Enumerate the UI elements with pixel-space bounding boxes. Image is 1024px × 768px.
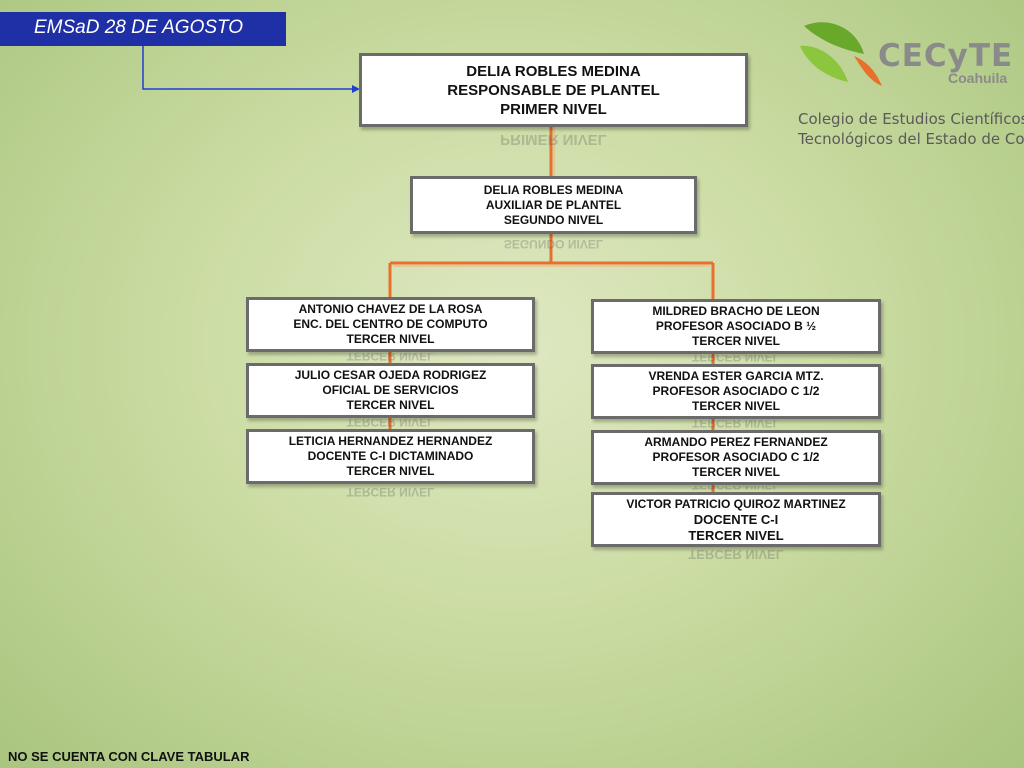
org-node-left-3: LETICIA HERNANDEZ HERNANDEZ DOCENTE C-I … [246, 429, 535, 484]
node-role: DOCENTE C-I DICTAMINADO [307, 449, 474, 463]
node-level: TERCER NIVEL [346, 332, 435, 346]
title-arrow-head [352, 85, 360, 93]
node-level: TERCER NIVEL [346, 398, 435, 412]
node-left-1-reflection: TERCER NIVEL [346, 353, 435, 363]
node-top-name: DELIA ROBLES MEDINA [466, 62, 641, 80]
node-role: DOCENTE C-I [693, 511, 779, 527]
org-node-right-2: VRENDA ESTER GARCIA MTZ. PROFESOR ASOCIA… [591, 364, 881, 419]
node-name: ARMANDO PEREZ FERNANDEZ [644, 435, 828, 449]
cecyte-logo: CECyTE Coahuila Colegio de Estudios Cien… [794, 14, 1024, 154]
logo-region: Coahuila [948, 70, 1008, 86]
logo-tagline-1: Colegio de Estudios Científicos y [798, 110, 1024, 128]
org-node-right-3: ARMANDO PEREZ FERNANDEZ PROFESOR ASOCIAD… [591, 430, 881, 485]
logo-tagline-2: Tecnológicos del Estado de Coahuila [798, 130, 1024, 148]
title-arrow-line [142, 46, 354, 90]
node-top-reflection: PRIMER NIVEL [500, 131, 607, 148]
node-second-level: SEGUNDO NIVEL [503, 212, 604, 227]
node-level: TERCER NIVEL [346, 464, 435, 478]
node-second-reflection: SEGUNDO NIVEL [503, 237, 604, 251]
node-level: TERCER NIVEL [688, 527, 784, 543]
node-role: PROFESOR ASOCIADO C 1/2 [652, 450, 820, 464]
leaf-logo-icon [800, 22, 882, 86]
node-level: TERCER NIVEL [691, 334, 780, 348]
node-second-role: AUXILIAR DE PLANTEL [485, 197, 622, 212]
node-top-role: RESPONSABLE DE PLANTEL [447, 81, 660, 99]
node-name: VRENDA ESTER GARCIA MTZ. [648, 369, 824, 383]
org-node-left-1: ANTONIO CHAVEZ DE LA ROSA ENC. DEL CENTR… [246, 297, 535, 352]
node-level: TERCER NIVEL [691, 465, 780, 479]
node-right-4-reflection: TERCER NIVEL [688, 548, 784, 562]
node-role: PROFESOR ASOCIADO C 1/2 [652, 384, 820, 398]
page-title: EMSaD 28 DE AGOSTO [0, 12, 286, 46]
org-node-second: DELIA ROBLES MEDINA AUXILIAR DE PLANTEL … [410, 176, 697, 234]
node-role: OFICIAL DE SERVICIOS [322, 383, 459, 397]
node-right-2-reflection: TERCER NIVEL [691, 420, 780, 430]
node-second-name: DELIA ROBLES MEDINA [483, 182, 624, 197]
node-right-1-reflection: TERCER NIVEL [691, 355, 780, 364]
node-level: TERCER NIVEL [691, 399, 780, 413]
logo-brand: CECyTE [878, 38, 1014, 74]
org-node-right-1: MILDRED BRACHO DE LEON PROFESOR ASOCIADO… [591, 299, 881, 354]
node-name: MILDRED BRACHO DE LEON [652, 304, 820, 318]
node-name: LETICIA HERNANDEZ HERNANDEZ [288, 434, 493, 448]
node-name: JULIO CESAR OJEDA RODRIGEZ [294, 368, 487, 382]
org-node-right-4: VICTOR PATRICIO QUIROZ MARTINEZ DOCENTE … [591, 492, 881, 547]
footer-note: NO SE CUENTA CON CLAVE TABULAR [8, 749, 250, 764]
node-role: ENC. DEL CENTRO DE COMPUTO [293, 317, 488, 331]
node-left-3-reflection: TERCER NIVEL [346, 485, 435, 499]
node-left-2-reflection: TERCER NIVEL [346, 419, 435, 429]
node-name: ANTONIO CHAVEZ DE LA ROSA [298, 302, 483, 316]
node-name: VICTOR PATRICIO QUIROZ MARTINEZ [626, 496, 846, 511]
node-top-level: PRIMER NIVEL [500, 100, 607, 118]
node-role: PROFESOR ASOCIADO B ½ [655, 319, 817, 333]
org-node-left-2: JULIO CESAR OJEDA RODRIGEZ OFICIAL DE SE… [246, 363, 535, 418]
org-node-top: DELIA ROBLES MEDINA RESPONSABLE DE PLANT… [359, 53, 748, 127]
